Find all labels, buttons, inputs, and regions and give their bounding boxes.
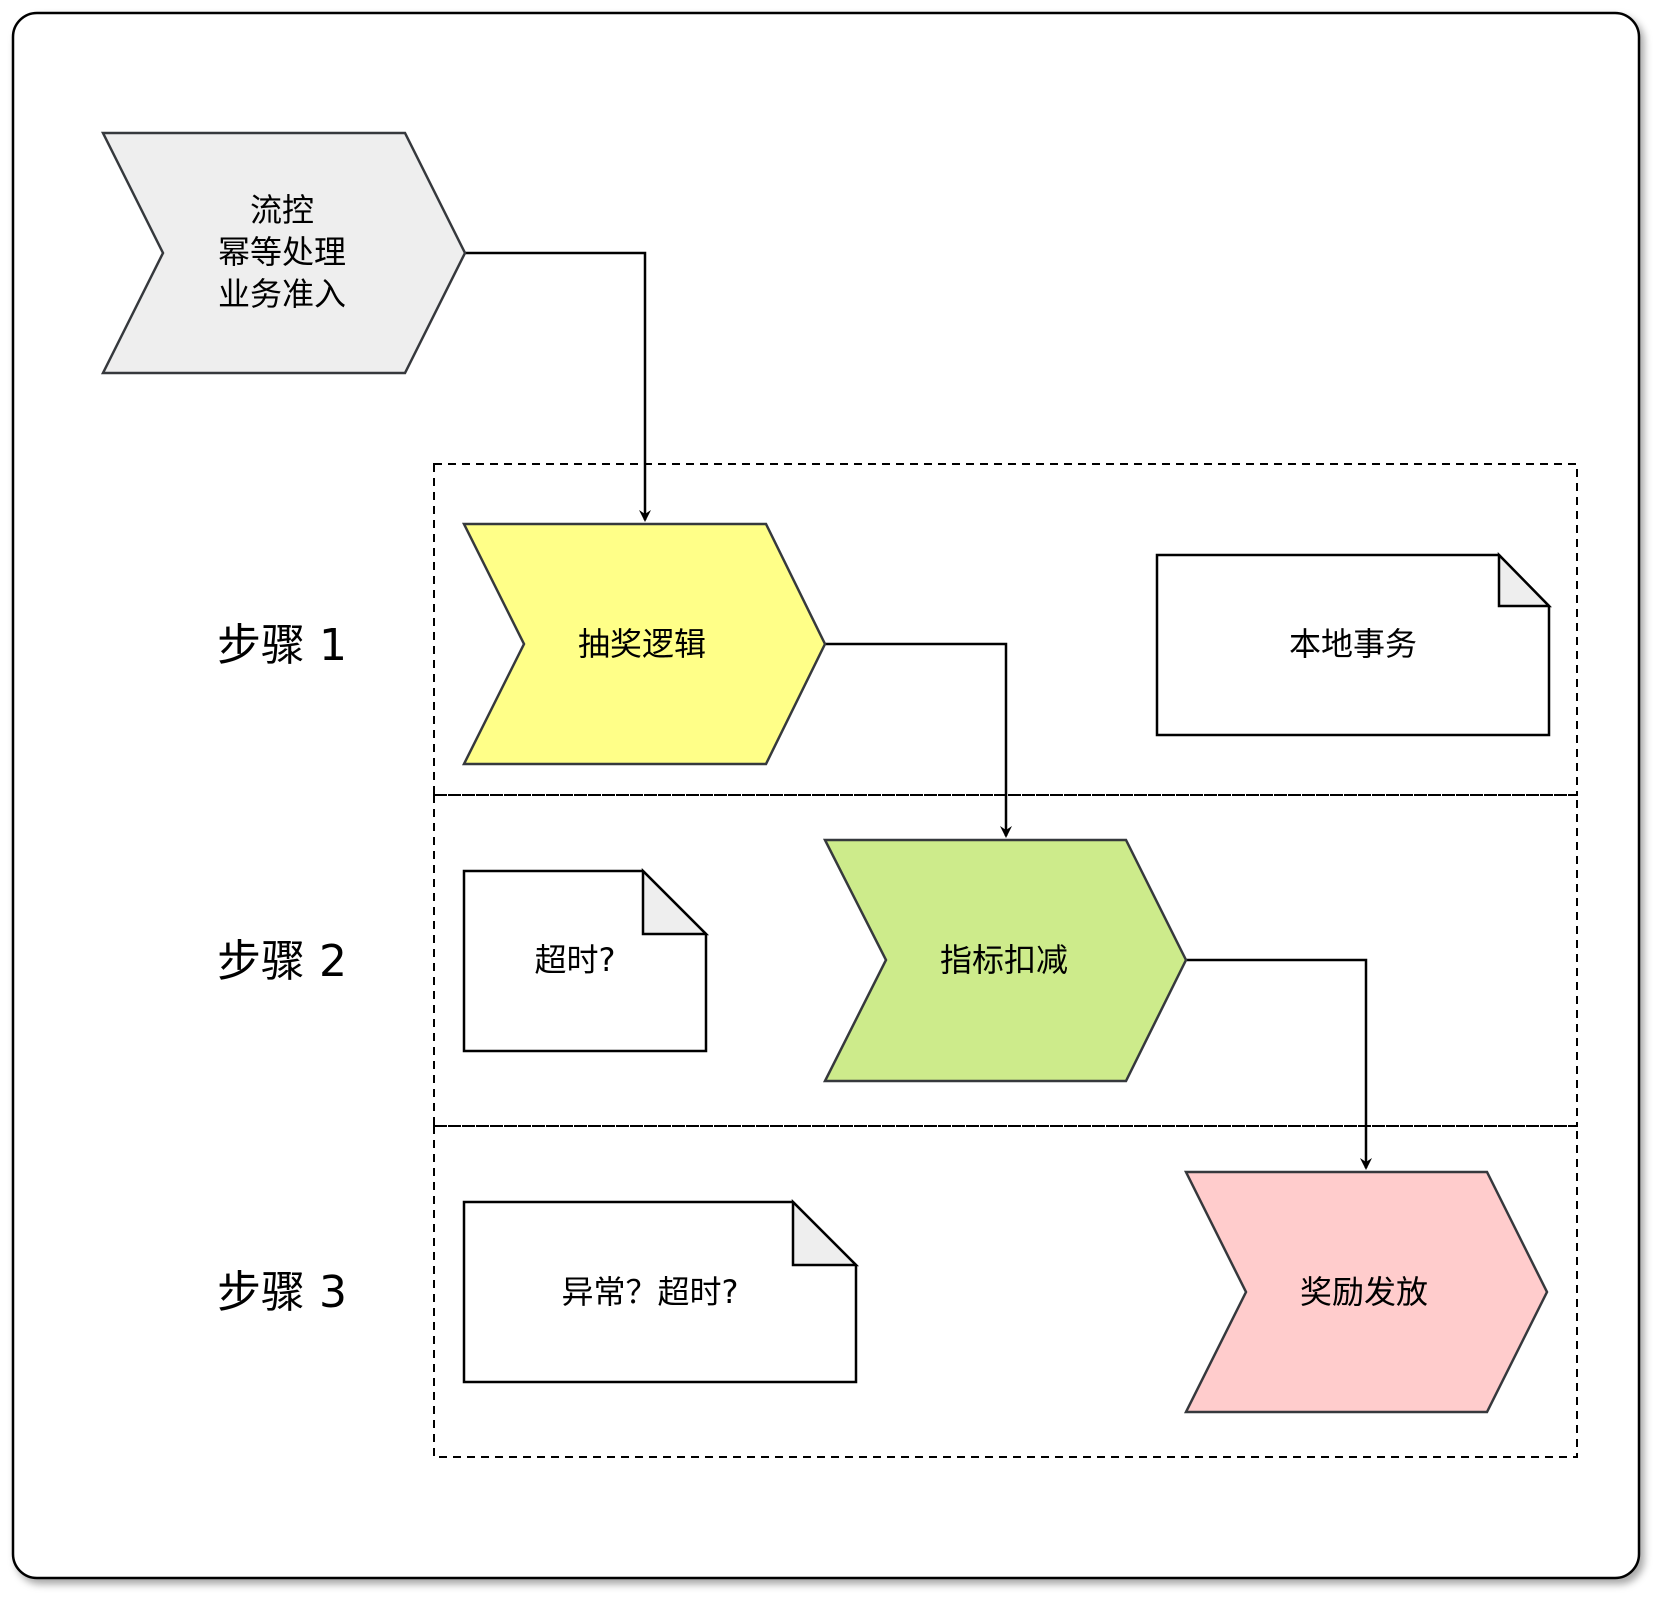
- process-metric-deduction: 指标扣减: [822, 838, 1188, 1083]
- entry-line-2: 幂等处理: [218, 233, 346, 271]
- note-timeout-label: 超时?: [535, 941, 616, 979]
- process-reward-label: 奖励发放: [1300, 1273, 1428, 1311]
- connector-deduct-to-reward: [1186, 958, 1372, 1170]
- process-lottery-logic: 抽奖逻辑: [461, 522, 827, 766]
- process-reward-distribution: 奖励发放: [1183, 1170, 1549, 1414]
- process-deduct-label: 指标扣减: [940, 941, 1068, 979]
- entry-chevron: 流控 幂等处理 业务准入: [100, 131, 467, 375]
- note-timeout: 超时?: [462, 867, 710, 1053]
- step-3-label: 步骤 3: [217, 1267, 347, 1318]
- entry-line-1: 流控: [250, 191, 314, 229]
- note-exception-timeout: 异常？超时?: [462, 1198, 860, 1384]
- entry-line-3: 业务准入: [218, 275, 346, 313]
- swimlane-step-2: [433, 794, 1578, 1127]
- connector-entry-to-lottery: [465, 251, 651, 522]
- note-exception-label: 异常？超时?: [562, 1273, 739, 1311]
- note-local-transaction-label: 本地事务: [1289, 625, 1417, 663]
- connector-lottery-to-deduct: [825, 642, 1012, 838]
- swimlane-step-3: [433, 1125, 1578, 1458]
- step-2-label: 步骤 2: [217, 936, 347, 987]
- note-local-transaction: 本地事务: [1155, 551, 1552, 737]
- step-1-label: 步骤 1: [217, 620, 347, 671]
- process-lottery-label: 抽奖逻辑: [578, 625, 706, 663]
